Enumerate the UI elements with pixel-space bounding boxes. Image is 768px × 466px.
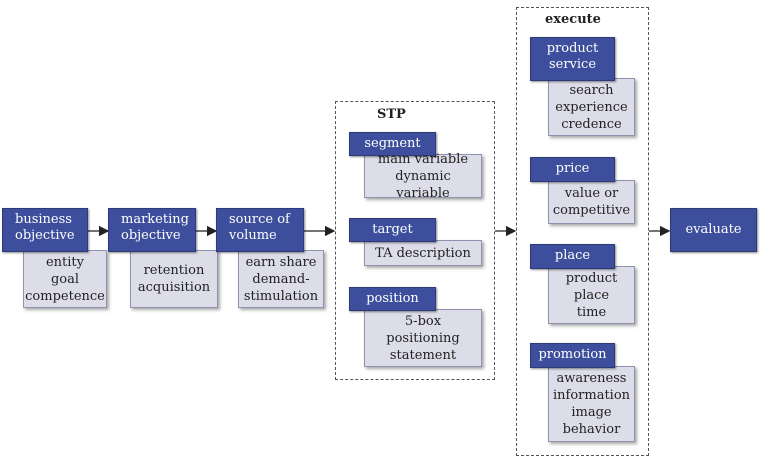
position-header: position	[349, 287, 436, 311]
place-details: product place time	[548, 266, 635, 324]
segment-items: main variable dynamic variable	[377, 151, 469, 201]
evaluate-box: evaluate	[670, 208, 757, 252]
place-items: product place time	[565, 270, 618, 320]
product-header: product service	[530, 37, 615, 81]
stp-title: STP	[377, 107, 406, 122]
source-of-volume-header: source of volume	[216, 208, 304, 252]
price-items: value or competitive	[552, 186, 631, 218]
marketing-objective-items: retention acquisition	[137, 263, 211, 295]
target-details: TA description	[364, 240, 482, 266]
segment-header: segment	[349, 132, 436, 156]
place-header: place	[530, 244, 615, 269]
business-objective-header: business objective	[2, 208, 88, 252]
source-of-volume-items: earn share demand- stimulation	[243, 254, 319, 304]
product-items: search experience credence	[555, 82, 628, 132]
promotion-header: promotion	[530, 343, 615, 368]
marketing-objective-header: marketing objective	[108, 208, 196, 252]
marketing-objective-details: retention acquisition	[130, 250, 218, 308]
promotion-items: awareness information image behavior	[552, 371, 631, 437]
source-of-volume-details: earn share demand- stimulation	[238, 250, 324, 308]
target-header: target	[349, 218, 436, 242]
product-details: search experience credence	[548, 78, 635, 136]
position-details: 5-box positioning statement	[364, 309, 482, 367]
segment-details: main variable dynamic variable	[364, 152, 482, 201]
stp-group	[335, 101, 495, 380]
price-header: price	[530, 157, 615, 182]
target-items: TA description	[375, 245, 471, 261]
execute-group	[516, 7, 649, 456]
business-objective-details: entity goal competence	[23, 250, 107, 308]
promotion-details: awareness information image behavior	[548, 366, 635, 442]
execute-title: execute	[545, 12, 601, 27]
business-objective-items: entity goal competence	[25, 254, 105, 304]
position-items: 5-box positioning statement	[386, 313, 460, 363]
price-details: value or competitive	[548, 180, 635, 224]
